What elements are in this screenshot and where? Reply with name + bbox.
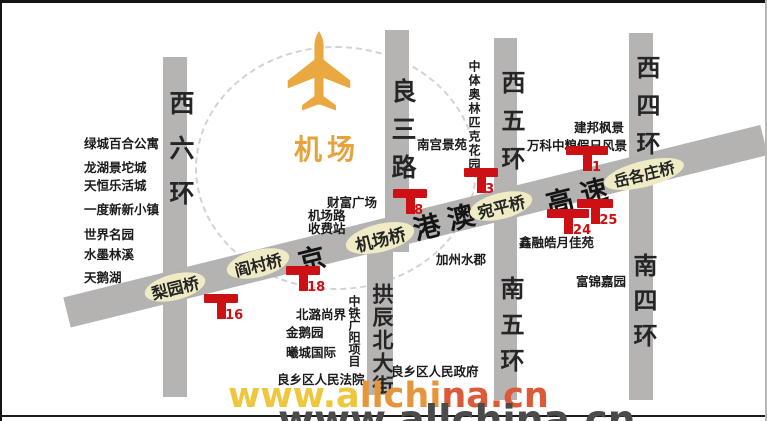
marker-number: 8	[414, 203, 424, 218]
marker-bar	[577, 199, 613, 208]
place-lvcheng-baihe: 绿城百合公寓	[84, 136, 160, 151]
watermark-part: www.a	[228, 376, 360, 416]
place-shuimo-linxi: 水墨林溪	[84, 247, 135, 262]
place-nangong-jingyuan: 南宫景苑	[417, 137, 468, 152]
map-marker-25: 25	[577, 199, 617, 228]
place-beilu-shangjie: 北潞尚界	[296, 307, 347, 322]
place-shijie-mingyuan: 世界名园	[84, 227, 135, 242]
map-marker-24: 24	[547, 209, 591, 238]
road-label-liangsan-lu: 良三路	[388, 78, 417, 192]
frame-top-border	[0, 0, 767, 3]
place-tianheng-lehuo: 天恒乐活城	[84, 178, 147, 193]
place-liangxiang-court: 良乡区人民法院	[277, 372, 365, 387]
map-marker-18: 18	[286, 266, 325, 295]
place-zhongtie-guangyang: 中铁广阳项目	[347, 295, 361, 367]
watermark-line1: www.allchina.cn	[228, 376, 549, 416]
place-caifu-plaza: 财富广场	[327, 195, 378, 210]
place-airport-road-toll: 机场路 收费站	[308, 208, 346, 236]
airport-label: 机场	[294, 133, 361, 166]
place-jineyuan: 金鹅园	[286, 325, 324, 340]
frame-left-border	[0, 0, 2, 421]
airplane-icon	[287, 31, 351, 111]
marker-stem	[216, 303, 226, 319]
marker-number: 24	[573, 223, 592, 238]
place-yidu-xinxin: 一度新新小镇	[84, 202, 160, 217]
marker-stem	[476, 177, 486, 193]
marker-number: 3	[485, 182, 495, 197]
place-longhu-jingtuo: 龙湖景坨城	[84, 160, 147, 175]
place-tianehu: 天鹅湖	[84, 270, 122, 285]
map-marker-8: 8	[393, 189, 427, 218]
road-gongchen-north-street	[367, 251, 393, 395]
frame-bottom-line	[0, 415, 767, 417]
road-label-west-5th-ring: 西五环	[497, 70, 525, 184]
road-label-west-6th-ring: 西六环	[166, 90, 195, 225]
marker-bar	[464, 168, 498, 177]
marker-stem	[563, 218, 573, 234]
road-label-south-5th-ring: 南五环	[496, 276, 524, 384]
place-zhongti-olympic-garden: 中体奥林匹克花园	[467, 60, 481, 172]
map-marker-16: 16	[204, 294, 243, 323]
map-marker-1: 1	[566, 146, 608, 175]
marker-number: 18	[307, 280, 326, 295]
watermark-part: na.cn	[441, 376, 549, 416]
watermark-part: llchi	[359, 376, 442, 416]
road-4th-ring	[629, 33, 653, 400]
road-west-6th-ring	[163, 57, 187, 397]
place-xicheng-intl: 曦城国际	[286, 345, 337, 360]
frame-right-border	[765, 0, 767, 421]
marker-number: 16	[225, 308, 244, 323]
marker-bar	[566, 146, 608, 155]
place-jiazhou-shuijun: 加州水郡	[436, 252, 487, 267]
map-marker-3: 3	[464, 168, 498, 197]
marker-stem	[298, 275, 308, 291]
marker-bar	[547, 209, 589, 218]
place-fujin-jiayuan: 富锦嘉园	[576, 274, 627, 289]
watermark-line2: www.allchina.cn	[278, 398, 636, 421]
marker-number: 1	[592, 160, 602, 175]
road-label-south-4th-ring: 南四环	[629, 253, 657, 358]
marker-bar	[204, 294, 238, 303]
marker-number: 25	[599, 213, 618, 228]
marker-stem	[582, 155, 592, 171]
place-jianbang-fengjing: 建邦枫景	[574, 120, 625, 135]
road-label-west-4th-ring: 西四环	[632, 55, 660, 169]
place-liangxiang-government: 良乡区人民政府	[391, 364, 479, 379]
marker-stem	[405, 198, 415, 214]
marker-bar	[393, 189, 427, 198]
place-xinrong-haoyue: 鑫融皓月佳苑	[519, 235, 595, 250]
marker-bar	[286, 266, 320, 275]
marker-stem	[590, 208, 600, 224]
road-label-gongchen-north-street: 拱辰北大街	[370, 283, 394, 398]
